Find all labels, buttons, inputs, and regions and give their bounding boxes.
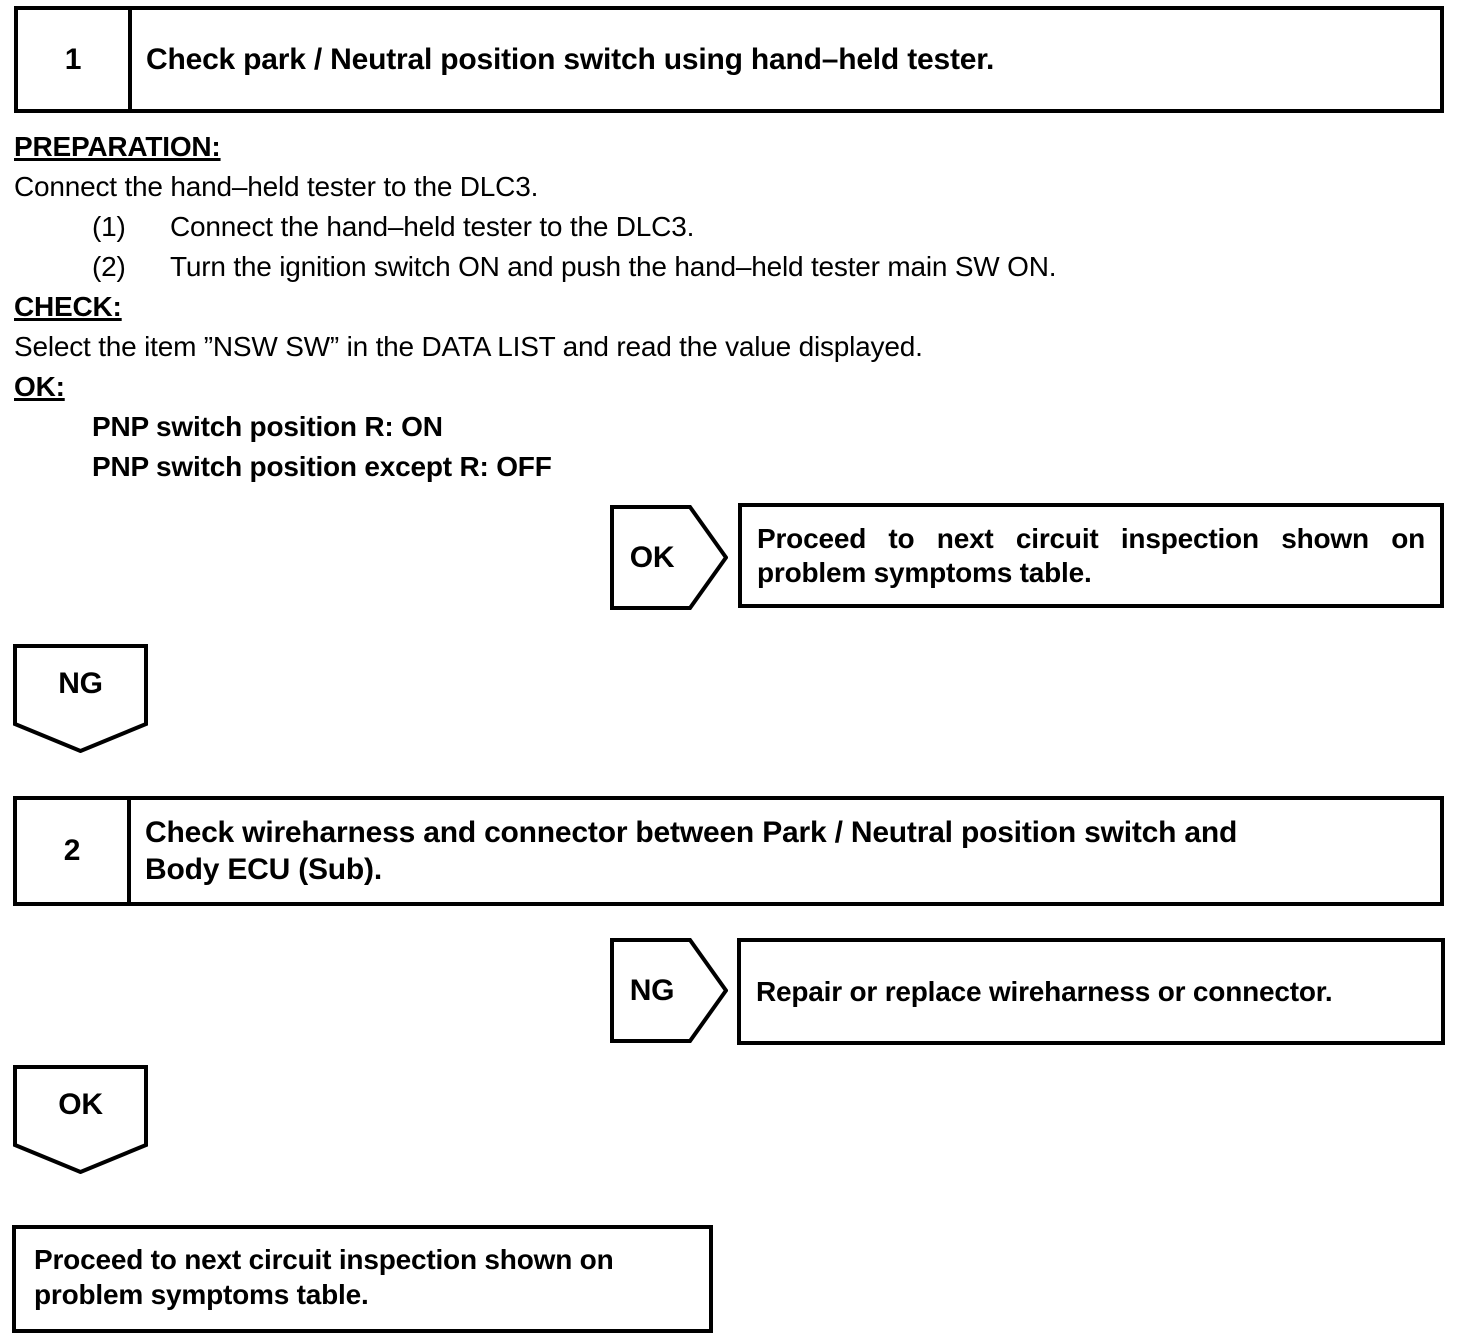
step-1-box: 1 Check park / Neutral position switch u…: [14, 6, 1444, 113]
step-2-title-text: Check wireharness and connector between …: [145, 814, 1237, 888]
ok-down-connector-label: OK: [58, 1088, 103, 1121]
step-2-title-line-1: Check wireharness and connector between …: [145, 816, 1238, 849]
preparation-item-1-number: (1): [92, 211, 126, 242]
step-1-title-text: Check park / Neutral position switch usi…: [146, 43, 995, 76]
ng-down-connector: NG: [13, 644, 148, 753]
final-result-box: Proceed to next circuit inspection shown…: [12, 1225, 713, 1333]
ng-down-connector-label: NG: [58, 667, 103, 700]
ok-result-text: Proceed to next circuit inspection shown…: [757, 522, 1425, 590]
step-1-title: Check park / Neutral position switch usi…: [132, 10, 1440, 109]
ok-result-box: Proceed to next circuit inspection shown…: [738, 503, 1444, 608]
final-result-line-2: problem symptoms table.: [34, 1279, 369, 1310]
preparation-intro: Connect the hand–held tester to the DLC3…: [14, 171, 539, 202]
step-2-number: 2: [17, 800, 131, 902]
right-pentagon-icon: [610, 938, 728, 1043]
ok-value-1: PNP switch position R: ON: [92, 411, 443, 442]
ok-heading: OK:: [14, 371, 65, 402]
step-2-box: 2 Check wireharness and connector betwee…: [13, 796, 1444, 906]
ok-connector-arrow: OK: [610, 505, 728, 610]
step-2-title: Check wireharness and connector between …: [131, 800, 1440, 902]
ok-result-line-2: problem symptoms table.: [757, 556, 1092, 588]
ok-result-line-1: Proceed to next circuit inspection shown…: [757, 522, 1425, 554]
check-heading: CHECK:: [14, 291, 122, 322]
ok-down-connector: OK: [13, 1065, 148, 1174]
right-pentagon-icon: [610, 505, 728, 610]
down-pentagon-icon: [13, 644, 148, 753]
ng-connector-label: NG: [629, 973, 675, 1007]
ok-connector-label: OK: [629, 540, 675, 574]
ok-value-2: PNP switch position except R: OFF: [92, 451, 552, 482]
down-pentagon-icon: [13, 1065, 148, 1174]
preparation-item-1-text: Connect the hand–held tester to the DLC3…: [170, 211, 695, 242]
preparation-item-2-number: (2): [92, 251, 126, 282]
ng-result-box: Repair or replace wireharness or connect…: [737, 938, 1445, 1045]
preparation-heading: PREPARATION:: [14, 131, 221, 162]
final-result-line-1: Proceed to next circuit inspection shown…: [34, 1244, 614, 1275]
step-1-number: 1: [18, 10, 132, 109]
ng-result-text: Repair or replace wireharness or connect…: [756, 975, 1333, 1007]
check-text: Select the item ”NSW SW” in the DATA LIS…: [14, 331, 923, 362]
preparation-item-2-text: Turn the ignition switch ON and push the…: [170, 251, 1057, 282]
ng-connector-arrow: NG: [610, 938, 728, 1043]
step-2-title-line-2: Body ECU (Sub).: [145, 853, 382, 886]
